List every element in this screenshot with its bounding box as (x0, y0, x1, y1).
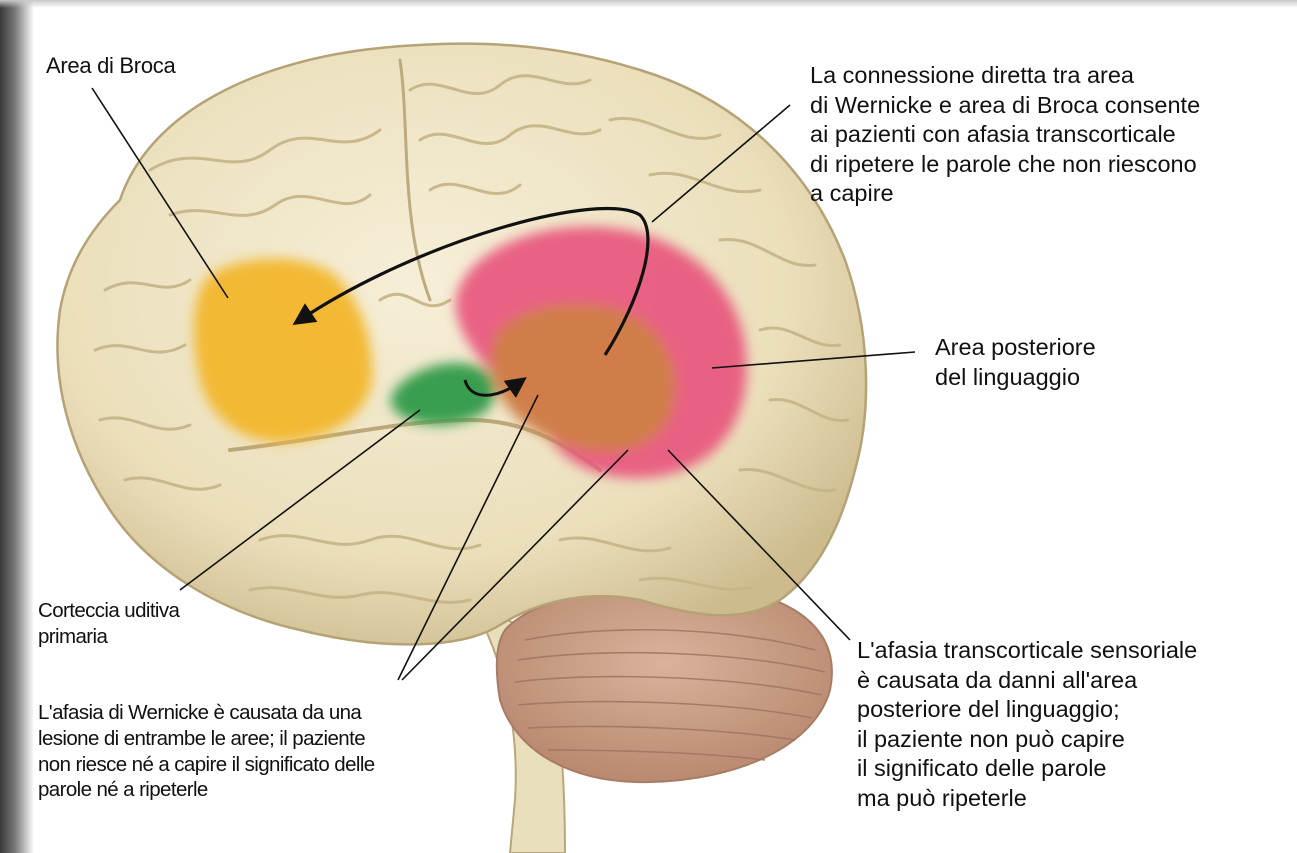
label-broca-area: Area di Broca (46, 52, 175, 80)
label-wernicke-aphasia: L'afasia di Wernicke è causata da una le… (38, 700, 375, 803)
label-direct-connection: La connessione diretta tra area di Werni… (810, 61, 1200, 209)
label-posterior-language-area: Area posteriore del linguaggio (935, 333, 1096, 392)
label-primary-auditory-cortex: Corteccia uditiva primaria (38, 598, 179, 650)
label-transcortical-sensory-aphasia: L'afasia transcorticale sensoriale è cau… (857, 636, 1197, 814)
